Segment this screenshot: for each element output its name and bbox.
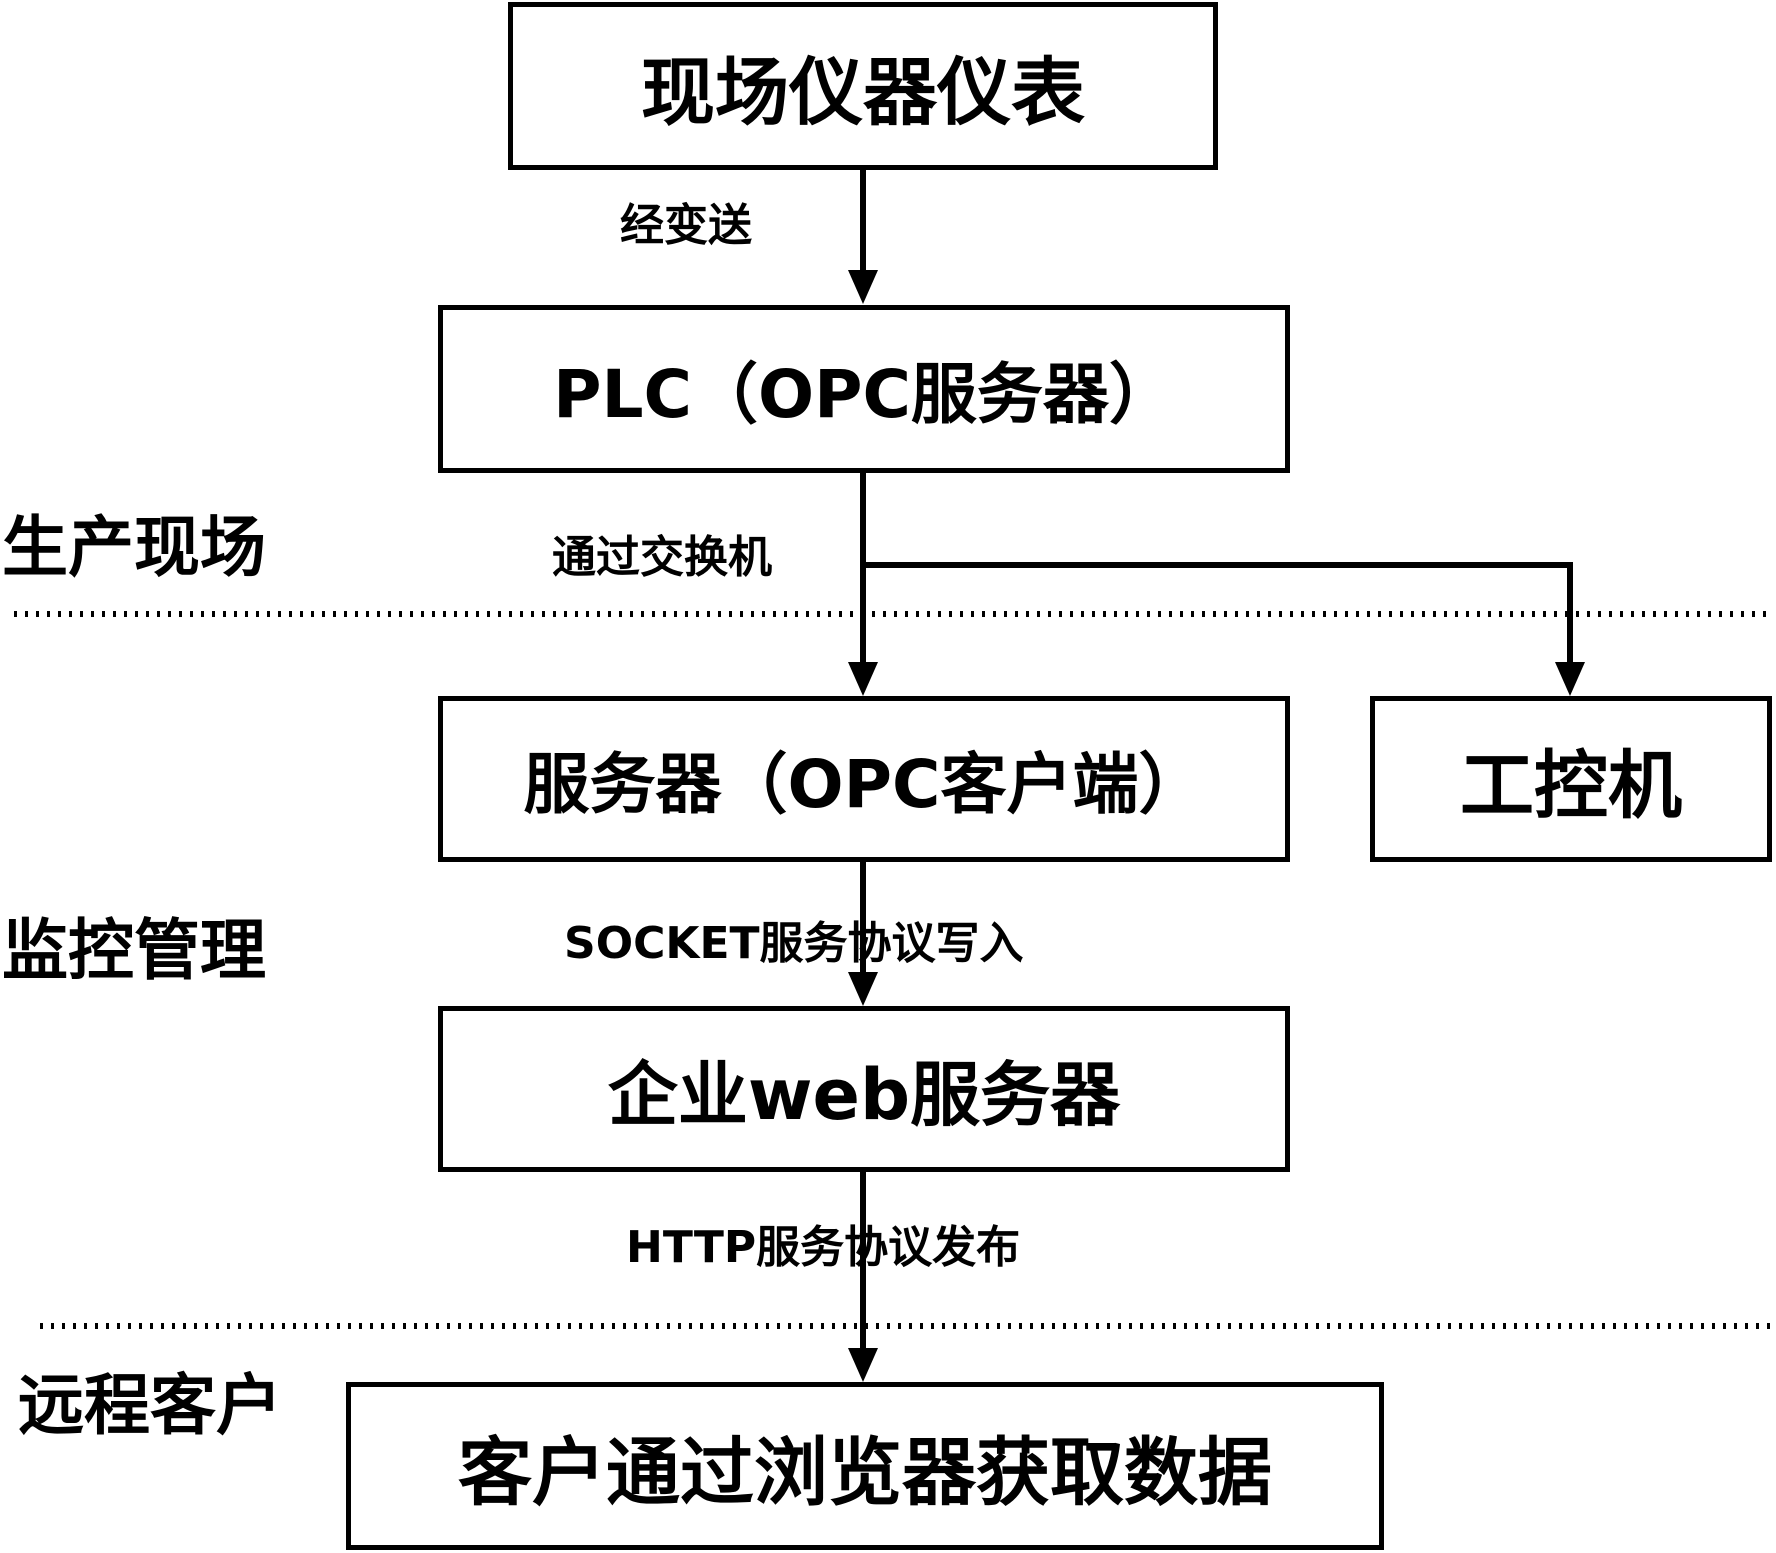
arrowhead-server-to-web (848, 972, 878, 1006)
zone-label-remote: 远程客户 (18, 1367, 282, 1444)
zone-label-production: 生产现场 (2, 509, 266, 586)
arrowhead-instruments-to-plc (848, 270, 878, 304)
edge-label-http: HTTP服务协议发布 (626, 1222, 1021, 1273)
arrow-switch-to-ipc (863, 562, 1573, 672)
node-client-browser: 客户通过浏览器获取数据 (346, 1382, 1384, 1550)
edge-label-switch: 通过交换机 (552, 532, 772, 583)
node-web-server: 企业web服务器 (438, 1006, 1290, 1172)
node-industrial-pc-label: 工控机 (1460, 742, 1682, 829)
node-plc-opc-server-label: PLC（OPC服务器） (553, 356, 1175, 433)
node-server-opc-client-label: 服务器（OPC客户端） (523, 746, 1205, 823)
node-server-opc-client: 服务器（OPC客户端） (438, 696, 1290, 862)
zone-label-monitoring: 监控管理 (2, 912, 266, 989)
arrowhead-switch-to-ipc (1555, 662, 1585, 696)
node-field-instruments-label: 现场仪器仪表 (641, 49, 1085, 136)
arrowhead-web-to-client (848, 1348, 878, 1382)
edge-label-socket: SOCKET服务协议写入 (564, 918, 1024, 969)
node-plc-opc-server: PLC（OPC服务器） (438, 305, 1290, 473)
arrowhead-plc-to-server (848, 662, 878, 696)
node-industrial-pc: 工控机 (1370, 696, 1772, 862)
node-client-browser-label: 客户通过浏览器获取数据 (458, 1429, 1272, 1516)
edge-label-transmit: 经变送 (620, 200, 752, 251)
node-field-instruments: 现场仪器仪表 (508, 2, 1218, 170)
node-web-server-label: 企业web服务器 (607, 1053, 1121, 1136)
